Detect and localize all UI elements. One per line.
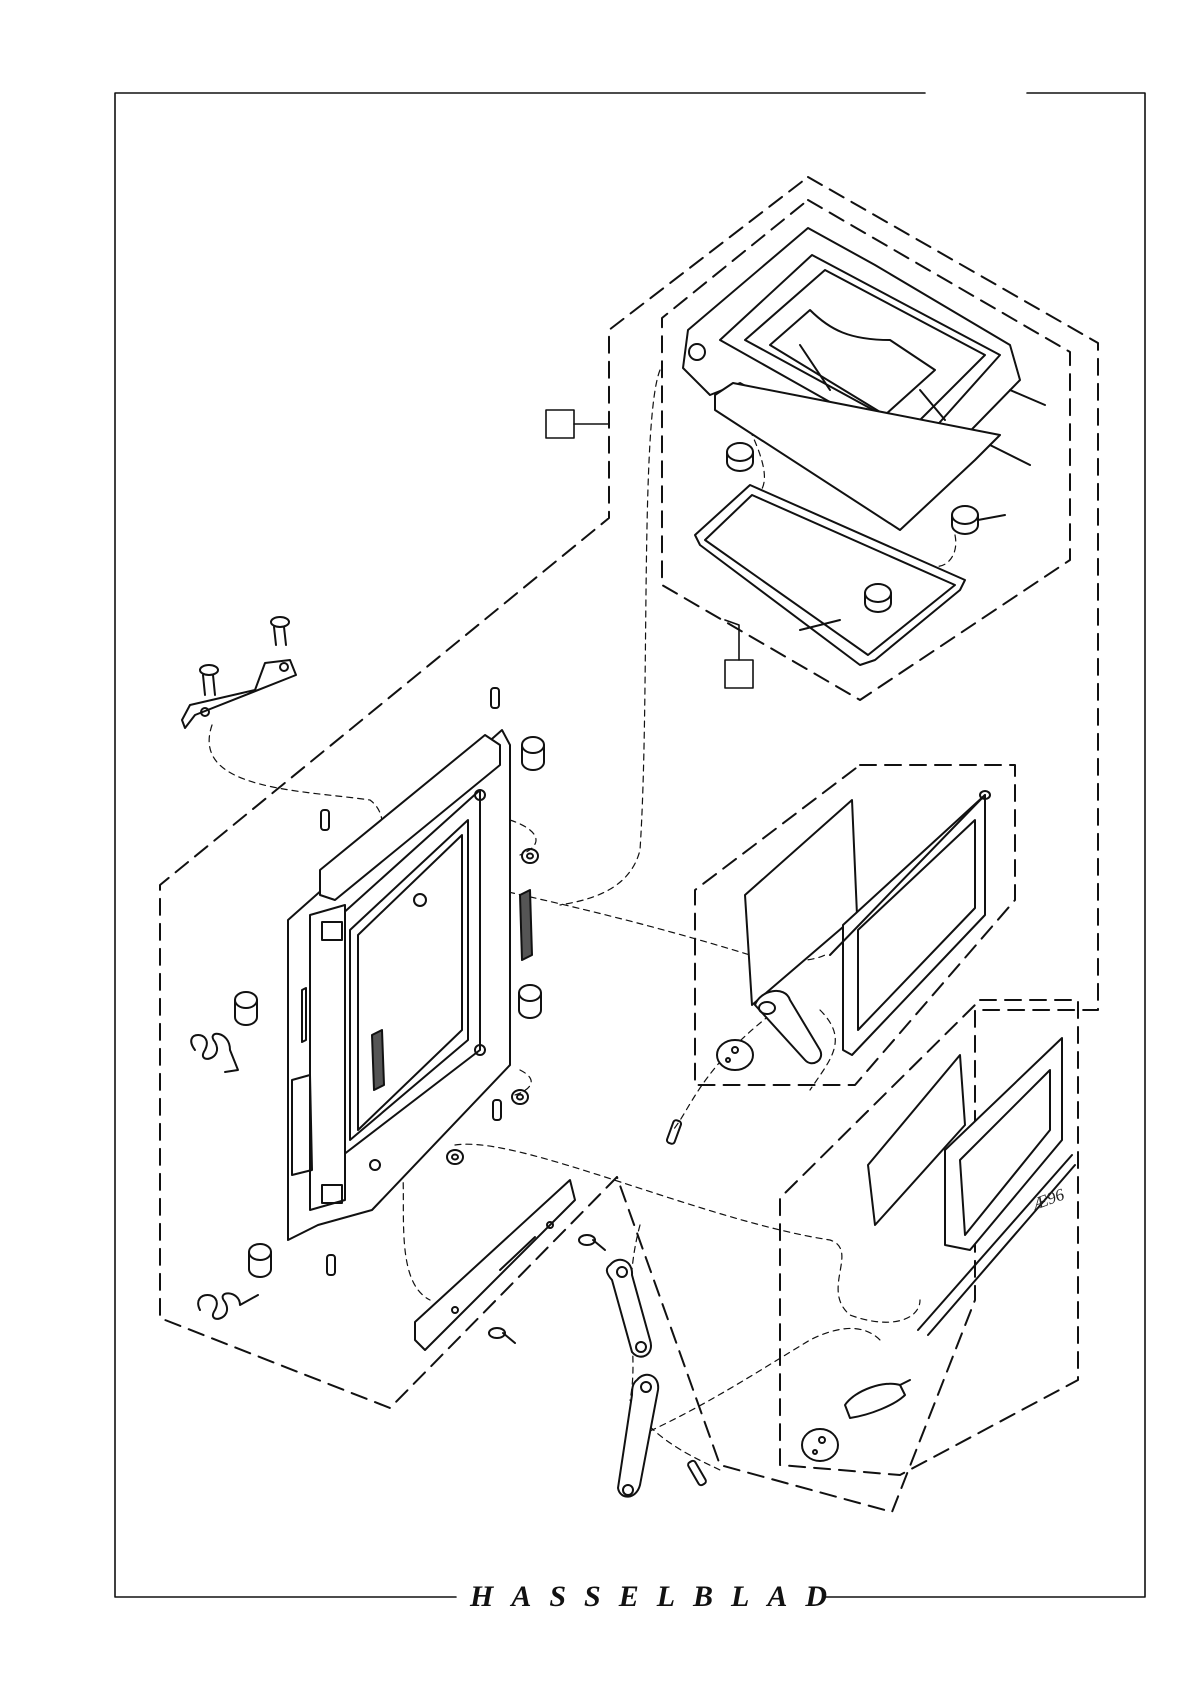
bottom-rail (415, 1180, 575, 1350)
spring-1 (191, 1034, 238, 1072)
set-screw-2 (321, 810, 329, 830)
screw-2 (271, 617, 289, 645)
washer-2 (512, 1090, 528, 1104)
shutter-assembly-upper (717, 791, 990, 1070)
spring-2 (198, 1293, 258, 1319)
screw-1 (200, 665, 218, 695)
foot-left (727, 443, 753, 471)
foot-right (952, 506, 978, 534)
shutter-plate-upper (745, 800, 857, 1005)
callout-box-lower (725, 660, 753, 688)
linkage-arms (607, 1119, 707, 1496)
roller-3 (519, 985, 541, 1018)
washer-1 (522, 849, 538, 863)
brand-logo-hasselblad: HASSELBLAD (470, 1572, 820, 1622)
set-screw-1 (491, 688, 499, 708)
main-frame-body (288, 730, 510, 1240)
link-pin-1 (666, 1119, 682, 1144)
callout-box-upper (546, 410, 574, 438)
roller-2 (235, 992, 257, 1025)
link-arm-upper (607, 1260, 651, 1357)
shutter-assembly-lower (802, 1038, 1075, 1461)
spring-plunger (845, 1380, 910, 1418)
link-pin-2 (687, 1460, 707, 1487)
cam-disc-lower (802, 1429, 838, 1461)
washer-3 (447, 1150, 463, 1164)
viewfinder-base-plate (695, 485, 965, 665)
roller-1 (522, 737, 544, 770)
cam-lever-upper (755, 991, 821, 1063)
set-screw-3 (493, 1100, 501, 1120)
cam-disc-upper (717, 1040, 753, 1070)
set-screw-4 (327, 1255, 335, 1275)
roller-4 (249, 1244, 271, 1277)
link-arm-lower (618, 1375, 658, 1497)
page-frame (115, 93, 1145, 1597)
